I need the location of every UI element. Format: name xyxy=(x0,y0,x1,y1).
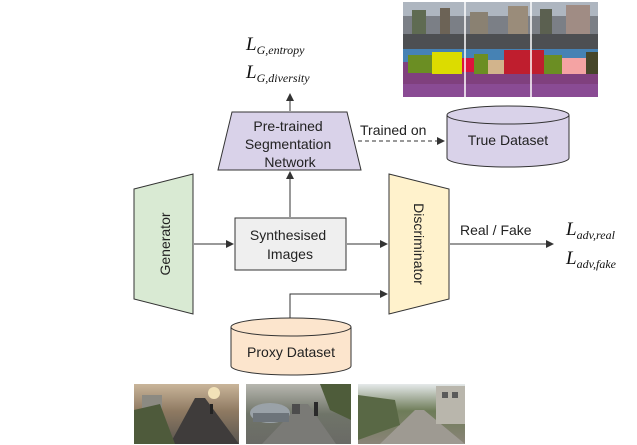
segmentation-label-line-2: Segmentation xyxy=(245,136,331,152)
arrow-proxy-to-discriminator xyxy=(289,290,388,318)
synthesised-label: Synthesised Images xyxy=(250,227,330,262)
true-dataset-label: True Dataset xyxy=(468,132,549,148)
loss-g-diversity: LG,diversity xyxy=(245,62,310,85)
segmentation-photo-strip xyxy=(403,2,598,49)
proxy-dataset-block: Proxy Dataset xyxy=(230,317,352,376)
real-fake-label: Real / Fake xyxy=(460,222,532,238)
trained-on-label: Trained on xyxy=(360,122,426,138)
street-scene-3 xyxy=(358,384,465,444)
proxy-dataset-label: Proxy Dataset xyxy=(247,344,335,360)
loss-adv-fake: Ladv,fake xyxy=(565,248,617,271)
synthesised-images-block: Synthesised Images xyxy=(234,217,347,271)
segmentation-label: Pre-trained Segmentation Network xyxy=(245,118,335,170)
arrows xyxy=(194,93,554,318)
street-scene-1 xyxy=(134,384,239,444)
loss-g-entropy: LG,entropy xyxy=(245,34,305,57)
segmentation-label-line-3: Network xyxy=(264,154,316,170)
segmentation-mask-strip xyxy=(403,49,598,97)
segmentation-sample-image xyxy=(403,2,598,97)
true-dataset-block: True Dataset xyxy=(446,105,570,168)
segmentation-network-block: Pre-trained Segmentation Network xyxy=(217,111,362,171)
segmentation-label-line-1: Pre-trained xyxy=(253,118,322,134)
synthesised-label-line-2: Images xyxy=(267,246,313,262)
discriminator-label: Discriminator xyxy=(411,203,427,285)
street-scene-2 xyxy=(246,384,351,444)
discriminator-block: Discriminator xyxy=(388,173,450,315)
generator-label: Generator xyxy=(157,212,173,275)
synthesised-label-line-1: Synthesised xyxy=(250,227,326,243)
generator-block: Generator xyxy=(133,173,194,315)
loss-adv-real: Ladv,real xyxy=(565,219,616,242)
